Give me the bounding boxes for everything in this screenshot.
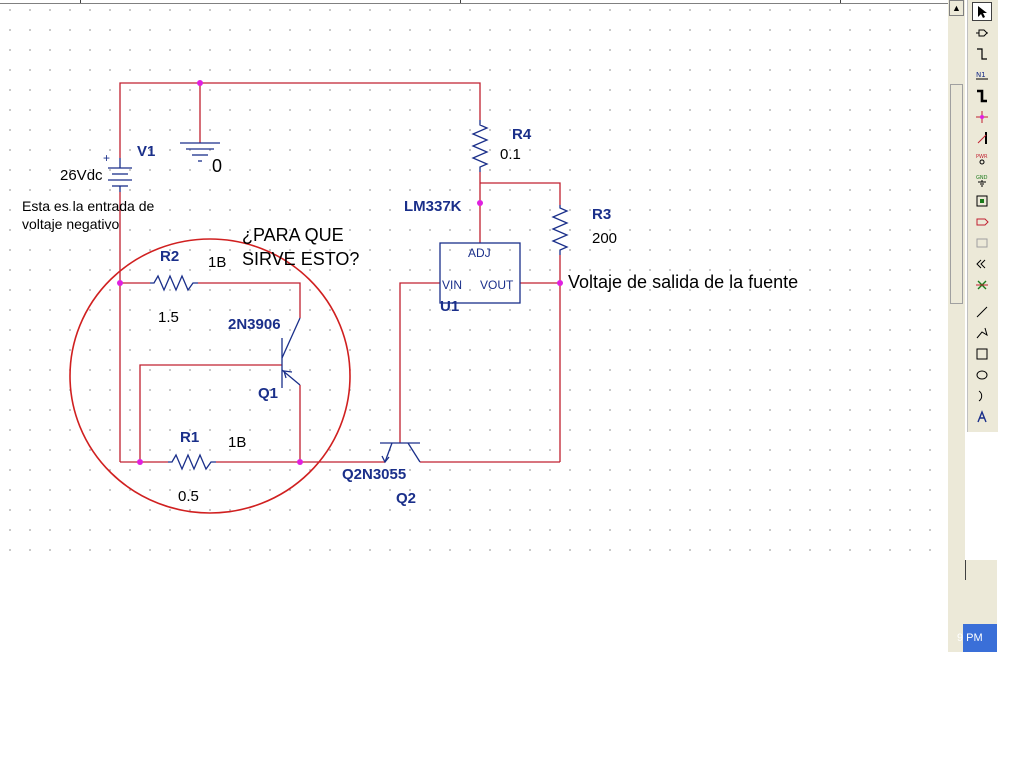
pin-adj: ADJ xyxy=(468,246,491,260)
bus-entry-icon[interactable] xyxy=(972,128,992,147)
rectangle-icon[interactable] xyxy=(972,344,992,363)
input-note-line2: voltaje negativo xyxy=(22,216,120,232)
r1-value: 0.5 xyxy=(178,488,199,505)
hierarchical-block-icon[interactable] xyxy=(972,191,992,210)
v1-value: 26Vdc xyxy=(60,167,103,184)
u1-part: LM337K xyxy=(404,198,462,215)
q2-name: Q2 xyxy=(396,490,416,507)
r2-name: R2 xyxy=(160,248,179,265)
junction-dot xyxy=(137,459,143,465)
junction-dot xyxy=(117,280,123,286)
arc-icon[interactable] xyxy=(972,386,992,405)
resistor-r3 xyxy=(551,205,569,255)
r4-value: 0.1 xyxy=(500,146,521,163)
hierarchical-port-icon[interactable] xyxy=(972,212,992,231)
svg-text:PWR: PWR xyxy=(976,154,988,160)
bus-icon[interactable] xyxy=(972,86,992,105)
output-note: Voltaje de salida de la fuente xyxy=(568,272,798,292)
components xyxy=(108,120,569,471)
battery-plus-sign: + xyxy=(103,151,110,165)
pin-vout: VOUT xyxy=(480,278,514,292)
place-part-icon[interactable] xyxy=(972,23,992,42)
regulator-u1-body xyxy=(439,242,521,304)
ruler-bar xyxy=(0,0,948,4)
q2-part: Q2N3055 xyxy=(342,466,406,483)
schematic-canvas[interactable] xyxy=(0,0,948,560)
polyline-icon[interactable] xyxy=(972,323,992,342)
scroll-up-button[interactable]: ▲ xyxy=(949,0,964,16)
svg-text:GND: GND xyxy=(976,175,988,181)
ruler-tick xyxy=(460,0,461,3)
wire-top xyxy=(119,82,481,158)
wire-r2-right xyxy=(198,282,301,318)
junctions xyxy=(117,80,563,465)
taskbar-clock[interactable]: 9 PM xyxy=(957,624,997,652)
pointer-icon[interactable] xyxy=(972,2,992,21)
q1-name: Q1 xyxy=(258,385,278,402)
input-note-line1: Esta es la entrada de xyxy=(22,198,155,214)
transistor-q2 xyxy=(380,442,421,464)
wire-r3-top xyxy=(480,182,561,205)
r1-net: 1B xyxy=(228,434,246,451)
ellipse-icon[interactable] xyxy=(972,365,992,384)
ruler-tick xyxy=(840,0,841,3)
r2-net: 1B xyxy=(208,254,226,271)
junction-dot xyxy=(197,80,203,86)
junction-dot xyxy=(297,459,303,465)
svg-text:N1: N1 xyxy=(976,71,986,79)
wires xyxy=(119,82,561,463)
net-alias-icon[interactable]: N1 xyxy=(972,65,992,84)
schematic-drawing: + V1 26Vdc 0 R4 0.1 LM337K R3 200 ADJ VI… xyxy=(22,80,798,514)
r3-name: R3 xyxy=(592,206,611,223)
r4-name: R4 xyxy=(512,126,532,143)
no-connect-icon[interactable] xyxy=(972,275,992,294)
ruler-tick xyxy=(80,0,81,3)
q1-part: 2N3906 xyxy=(228,316,281,333)
transistor-q1 xyxy=(281,317,301,388)
r1-name: R1 xyxy=(180,429,199,446)
resistor-r1 xyxy=(168,453,216,471)
resistor-r4 xyxy=(471,120,489,172)
junction-icon[interactable] xyxy=(972,107,992,126)
wire-vin xyxy=(399,282,440,443)
question-line2: SIRVE ESTO? xyxy=(242,249,359,269)
question-line1: ¿PARA QUE xyxy=(242,225,344,245)
v1-name: V1 xyxy=(137,143,155,160)
scroll-edge xyxy=(965,560,970,580)
battery-v1 xyxy=(108,158,132,192)
text-icon[interactable] xyxy=(972,407,992,426)
line-icon[interactable] xyxy=(972,302,992,321)
ground-icon[interactable]: GND xyxy=(972,170,992,189)
u1-name: U1 xyxy=(440,298,459,315)
ground-value: 0 xyxy=(212,156,222,176)
junction-dot xyxy=(477,200,483,206)
r3-value: 200 xyxy=(592,230,617,247)
pin-vin: VIN xyxy=(442,278,462,292)
wire-icon[interactable] xyxy=(972,44,992,63)
power-icon[interactable]: PWR xyxy=(972,149,992,168)
hierarchical-pin-icon[interactable] xyxy=(972,233,992,252)
off-page-connector-icon[interactable] xyxy=(972,254,992,273)
r2-value: 1.5 xyxy=(158,309,179,326)
ground-symbol xyxy=(180,142,220,162)
resistor-r2 xyxy=(150,274,198,292)
annotation-circle xyxy=(69,238,351,514)
wire-q1-base xyxy=(139,364,282,462)
junction-dot xyxy=(557,280,563,286)
scroll-thumb[interactable] xyxy=(950,84,963,304)
clock-text: 9 PM xyxy=(957,632,983,644)
